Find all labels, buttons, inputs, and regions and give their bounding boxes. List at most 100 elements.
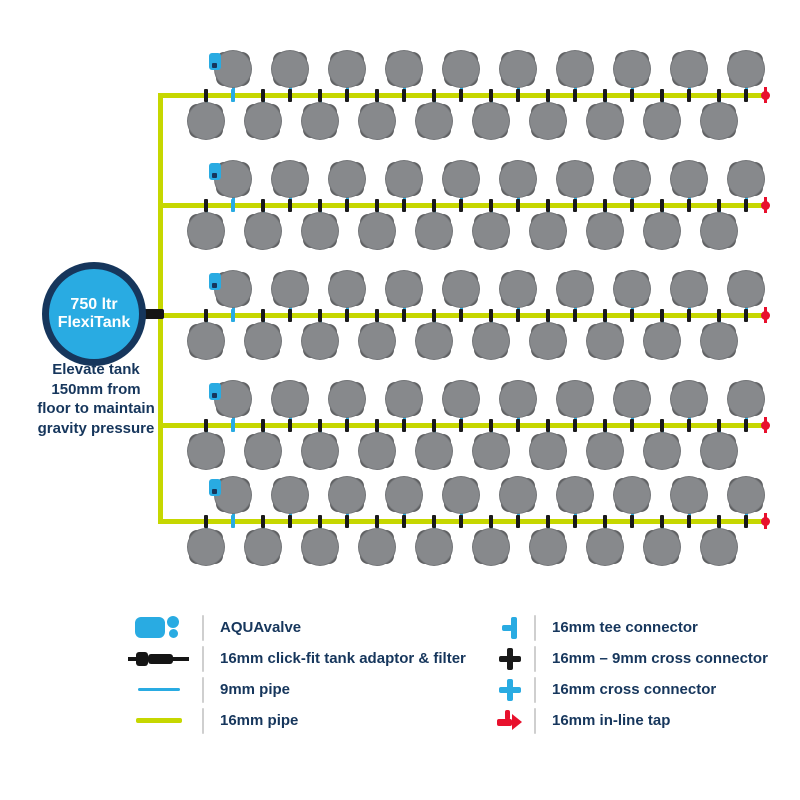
legend-divider	[202, 676, 204, 703]
pot-bowl	[415, 102, 453, 140]
pot	[700, 322, 738, 360]
legend-left-column: AQUAvalve 16mm click-fit tank adaptor & …	[116, 612, 466, 736]
pot	[301, 528, 339, 566]
cross-connector-16-9-icon	[573, 199, 577, 212]
tee-connector-icon	[231, 89, 235, 102]
pot-bowl	[301, 212, 339, 250]
pot-bowl	[187, 212, 225, 250]
inline-tap-icon	[761, 516, 770, 526]
pot-bowl	[613, 476, 651, 514]
cross-connector-16-9-icon	[546, 199, 550, 212]
pot-bowl	[328, 380, 366, 418]
pot	[244, 528, 282, 566]
pot-bowl	[700, 322, 738, 360]
pot	[670, 380, 708, 418]
aquavalve-icon	[116, 615, 202, 640]
cross-connector-16-9-icon	[318, 515, 322, 528]
pot	[613, 270, 651, 308]
pot	[700, 432, 738, 470]
cross-connector-16-9-icon	[261, 199, 265, 212]
pot	[670, 160, 708, 198]
cross-connector-16-9-icon	[687, 515, 691, 528]
pot	[499, 476, 537, 514]
legend-divider	[202, 614, 204, 641]
cross-connector-16-9-icon	[318, 419, 322, 432]
pot-bowl	[727, 476, 765, 514]
pot-bowl	[442, 160, 480, 198]
pot-bowl	[643, 432, 681, 470]
pot	[643, 528, 681, 566]
cross-connector-16-9-icon	[432, 515, 436, 528]
aquavalve-icon	[209, 479, 221, 496]
legend-label: AQUAvalve	[220, 619, 302, 636]
cross-connector-16-9-icon	[486, 647, 534, 670]
pot-bowl	[643, 322, 681, 360]
pot	[301, 432, 339, 470]
pot	[670, 270, 708, 308]
pot-bowl	[271, 50, 309, 88]
tee-connector-icon	[231, 515, 235, 528]
aquavalve-icon	[209, 383, 221, 400]
pot	[556, 380, 594, 418]
cross-connector-16-9-icon	[630, 89, 634, 102]
legend-item-tank-adaptor: 16mm click-fit tank adaptor & filter	[116, 643, 466, 674]
pot	[472, 528, 510, 566]
cross-connector-16-9-icon	[345, 309, 349, 322]
legend-item-aquavalve: AQUAvalve	[116, 612, 466, 643]
cross-connector-16-9-icon	[744, 515, 748, 528]
cross-connector-16-9-icon	[345, 419, 349, 432]
pot	[209, 270, 252, 308]
cross-connector-16-9-icon	[375, 515, 379, 528]
pot-bowl	[499, 270, 537, 308]
cross-connector-16-9-icon	[603, 309, 607, 322]
pot-bowl	[700, 102, 738, 140]
cross-connector-16-9-icon	[345, 515, 349, 528]
pot	[499, 50, 537, 88]
pot-bowl	[586, 528, 624, 566]
pot	[415, 528, 453, 566]
pot-bowl	[358, 528, 396, 566]
legend-item-9mm-pipe: 9mm pipe	[116, 674, 466, 705]
cross-connector-16-9-icon	[744, 309, 748, 322]
pipe-9mm-icon	[116, 688, 202, 691]
cross-connector-16-9-icon	[261, 515, 265, 528]
pot-bowl	[442, 270, 480, 308]
cross-connector-16-9-icon	[402, 89, 406, 102]
cross-connector-16-9-icon	[516, 419, 520, 432]
cross-connector-16-9-icon	[489, 515, 493, 528]
aquavalve-icon	[209, 53, 221, 70]
pot-bowl	[613, 160, 651, 198]
cross-connector-16-9-icon	[288, 419, 292, 432]
pot-bowl	[700, 212, 738, 250]
cross-connector-16-9-icon	[603, 515, 607, 528]
legend-divider	[534, 676, 536, 703]
pot-bowl	[613, 50, 651, 88]
pot-bowl	[472, 432, 510, 470]
inline-tap-icon	[761, 200, 770, 210]
pot-bowl	[442, 476, 480, 514]
pot-bowl	[700, 528, 738, 566]
legend-right-column: 16mm tee connector 16mm – 9mm cross conn…	[486, 612, 768, 736]
cross-connector-16-9-icon	[261, 309, 265, 322]
legend-label: 16mm – 9mm cross connector	[552, 650, 768, 667]
pot-bowl	[415, 212, 453, 250]
cross-connector-16-9-icon	[687, 199, 691, 212]
tank-elevation-note: Elevate tank 150mm from floor to maintai…	[15, 360, 177, 438]
pot	[271, 50, 309, 88]
pot	[244, 432, 282, 470]
cross-connector-16-9-icon	[318, 309, 322, 322]
tee-connector-icon	[486, 616, 534, 639]
pot-bowl	[442, 380, 480, 418]
pot	[209, 380, 252, 418]
cross-connector-16-9-icon	[546, 419, 550, 432]
cross-connector-16-9-icon	[660, 309, 664, 322]
pot	[556, 476, 594, 514]
pot	[187, 212, 225, 250]
cross-connector-16-9-icon	[204, 309, 208, 322]
flexitank: 750 ltr FlexiTank	[42, 262, 146, 366]
pot	[529, 102, 567, 140]
pot	[499, 380, 537, 418]
cross-connector-16-9-icon	[345, 199, 349, 212]
pot	[358, 212, 396, 250]
legend-item-cross-16-9: 16mm – 9mm cross connector	[486, 643, 768, 674]
